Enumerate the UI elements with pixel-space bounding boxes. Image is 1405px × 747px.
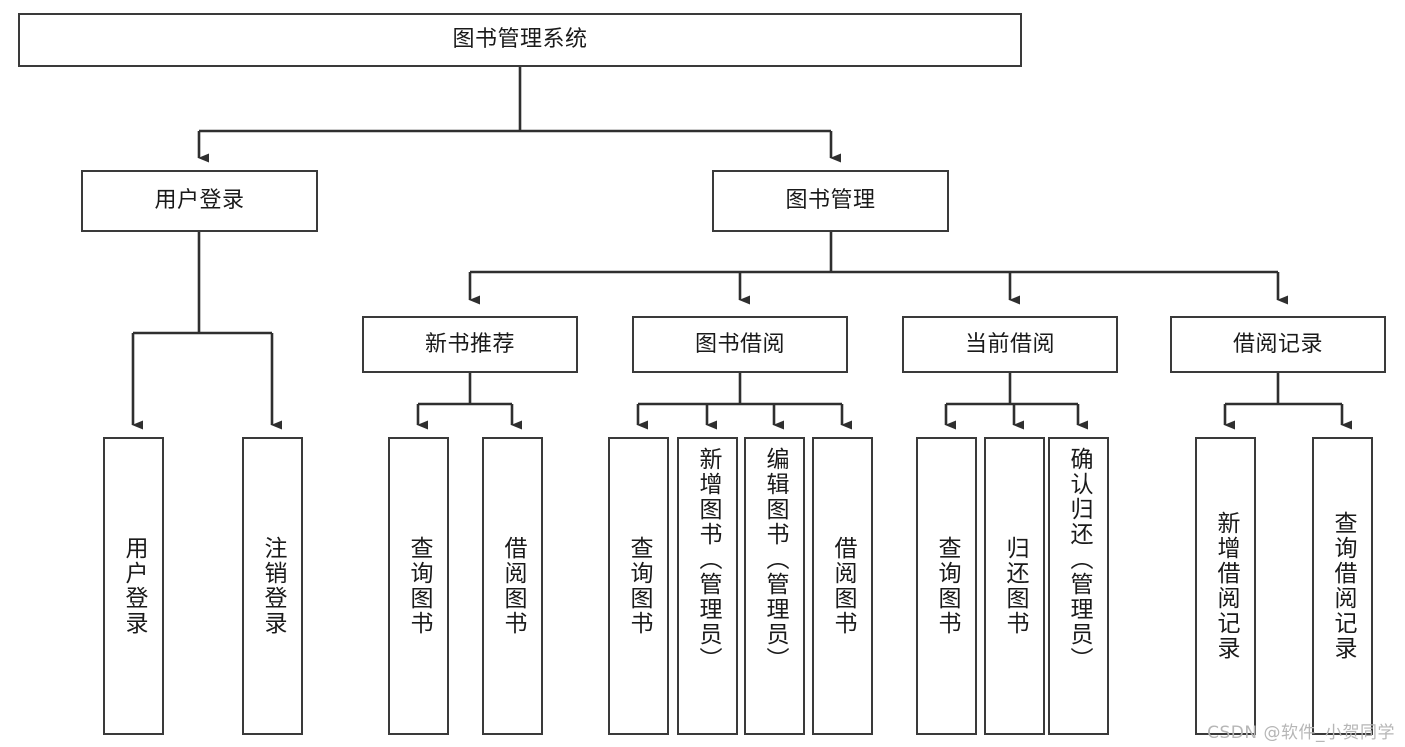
node-leaf-query-book-recommend[interactable]: 查询图书 <box>388 437 449 735</box>
watermark-text: CSDN @软件_小贺同学 <box>1207 723 1395 743</box>
node-book-management[interactable]: 图书管理 <box>712 170 949 232</box>
node-leaf-borrow-book-recommend[interactable]: 借阅图书 <box>482 437 543 735</box>
node-label: 当前借阅 <box>964 331 1055 357</box>
node-label: 查询借阅记录 <box>1330 511 1356 661</box>
node-leaf-edit-book[interactable]: 编辑图书（管理员） <box>744 437 805 735</box>
node-label: 借阅图书 <box>500 536 526 636</box>
node-leaf-query-book-borrow[interactable]: 查询图书 <box>608 437 669 735</box>
node-label: 查询图书 <box>626 536 652 636</box>
node-label: 借阅图书 <box>830 536 856 636</box>
node-leaf-logout-login[interactable]: 注销登录 <box>242 437 303 735</box>
node-label: 图书管理系统 <box>452 27 588 53</box>
node-new-book-recommend[interactable]: 新书推荐 <box>362 316 578 373</box>
node-label: 注销登录 <box>260 536 286 636</box>
node-borrow-record[interactable]: 借阅记录 <box>1170 316 1386 373</box>
node-root-book-management-system[interactable]: 图书管理系统 <box>18 13 1022 67</box>
node-label: 用户登录 <box>121 536 147 636</box>
node-leaf-return-book[interactable]: 归还图书 <box>984 437 1045 735</box>
node-leaf-confirm-return[interactable]: 确认归还（管理员） <box>1048 437 1109 735</box>
node-leaf-add-borrow-record[interactable]: 新增借阅记录 <box>1195 437 1256 735</box>
node-current-borrow[interactable]: 当前借阅 <box>902 316 1118 373</box>
node-leaf-query-book-current[interactable]: 查询图书 <box>916 437 977 735</box>
node-label: 确认归还（管理员） <box>1066 447 1092 672</box>
node-label: 图书借阅 <box>694 331 785 357</box>
node-label: 归还图书 <box>1002 536 1028 636</box>
node-label: 查询图书 <box>406 536 432 636</box>
node-user-login[interactable]: 用户登录 <box>81 170 318 232</box>
node-label: 借阅记录 <box>1232 331 1323 357</box>
node-leaf-query-borrow-record[interactable]: 查询借阅记录 <box>1312 437 1373 735</box>
node-leaf-borrow-book[interactable]: 借阅图书 <box>812 437 873 735</box>
node-label: 新书推荐 <box>424 331 515 357</box>
node-book-borrow[interactable]: 图书借阅 <box>632 316 848 373</box>
node-label: 新增图书（管理员） <box>695 447 721 672</box>
node-label: 查询图书 <box>934 536 960 636</box>
node-leaf-user-login[interactable]: 用户登录 <box>103 437 164 735</box>
node-leaf-add-book[interactable]: 新增图书（管理员） <box>677 437 738 735</box>
node-label: 用户登录 <box>154 188 245 214</box>
node-label: 编辑图书（管理员） <box>762 447 788 672</box>
node-label: 新增借阅记录 <box>1213 511 1239 661</box>
node-label: 图书管理 <box>785 188 876 214</box>
